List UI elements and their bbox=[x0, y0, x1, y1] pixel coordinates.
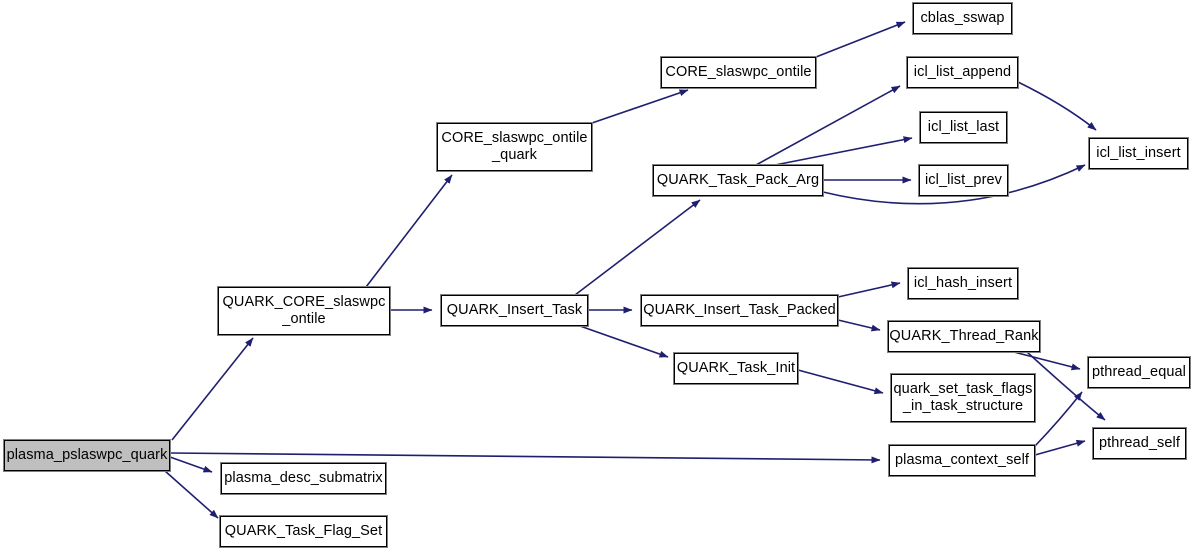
graph-node-pthread_self[interactable]: pthread_self bbox=[1092, 427, 1187, 460]
graph-node-label: pthread_self bbox=[1098, 435, 1180, 451]
graph-edge-icl_list_append-to-icl_list_insert bbox=[1017, 81, 1097, 131]
graph-node-icl_list_prev[interactable]: icl_list_prev bbox=[918, 164, 1009, 197]
graph-node-plasma_desc_submatrix[interactable]: plasma_desc_submatrix bbox=[220, 462, 387, 495]
graph-node-label: plasma_context_self bbox=[894, 452, 1030, 468]
graph-node-CORE_slaswpc_ontile_quark[interactable]: CORE_slaswpc_ontile _quark bbox=[436, 122, 593, 172]
graph-edge-QUARK_Insert_Task-to-QUARK_Task_Pack_Arg bbox=[574, 199, 701, 296]
graph-node-pthread_equal[interactable]: pthread_equal bbox=[1087, 356, 1191, 389]
graph-edge-QUARK_Insert_Task_Packed-to-icl_hash_insert bbox=[837, 281, 901, 298]
graph-node-label: QUARK_Thread_Rank bbox=[889, 328, 1039, 344]
graph-edge-plasma_pslaswpc_quark-to-QUARK_Task_Flag_Set bbox=[164, 470, 219, 519]
graph-edge-QUARK_Insert_Task-to-QUARK_Task_Init bbox=[579, 325, 669, 358]
graph-node-label: plasma_desc_submatrix bbox=[224, 470, 383, 486]
graph-edges bbox=[164, 21, 1106, 519]
graph-edge-plasma_pslaswpc_quark-to-plasma_desc_submatrix bbox=[169, 456, 213, 473]
graph-edge-plasma_pslaswpc_quark-to-plasma_context_self bbox=[169, 452, 881, 464]
graph-node-label: plasma_pslaswpc_quark bbox=[6, 447, 168, 463]
graph-edge-QUARK_Thread_Rank-to-pthread_self bbox=[1026, 351, 1106, 421]
graph-node-QUARK_CORE_slaswpc_ontile[interactable]: QUARK_CORE_slaswpc _ontile bbox=[217, 286, 391, 336]
graph-node-icl_hash_insert[interactable]: icl_hash_insert bbox=[907, 267, 1019, 300]
graph-node-cblas_sswap[interactable]: cblas_sswap bbox=[912, 2, 1013, 35]
graph-edge-plasma_context_self-to-pthread_self bbox=[1034, 439, 1086, 456]
graph-node-label: icl_list_append bbox=[913, 64, 1012, 80]
graph-edge-QUARK_Task_Pack_Arg-to-icl_list_insert bbox=[822, 164, 1086, 205]
graph-node-label: icl_hash_insert bbox=[913, 275, 1013, 291]
graph-node-label: quark_set_task_flags _in_task_structure bbox=[893, 381, 1033, 414]
graph-node-label: QUARK_Task_Pack_Arg bbox=[656, 172, 820, 188]
graph-node-label: QUARK_Insert_Task bbox=[446, 302, 583, 318]
graph-node-label: cblas_sswap bbox=[920, 10, 1005, 26]
graph-node-label: icl_list_prev bbox=[924, 172, 1003, 188]
graph-node-label: QUARK_Task_Flag_Set bbox=[224, 523, 383, 539]
graph-node-CORE_slaswpc_ontile[interactable]: CORE_slaswpc_ontile bbox=[660, 56, 817, 89]
graph-node-icl_list_insert[interactable]: icl_list_insert bbox=[1088, 137, 1189, 170]
graph-node-label: QUARK_Insert_Task_Packed bbox=[643, 302, 836, 318]
graph-node-icl_list_append[interactable]: icl_list_append bbox=[906, 56, 1019, 89]
graph-node-QUARK_Task_Flag_Set[interactable]: QUARK_Task_Flag_Set bbox=[219, 515, 388, 548]
graph-node-quark_set_task_flags_in_task_structure[interactable]: quark_set_task_flags _in_task_structure bbox=[890, 373, 1036, 423]
graph-node-label: icl_list_last bbox=[927, 119, 1000, 135]
graph-edge-plasma_context_self-to-pthread_equal bbox=[1034, 391, 1083, 447]
graph-edge-QUARK_Task_Pack_Arg-to-icl_list_append bbox=[755, 85, 901, 166]
graph-node-plasma_context_self[interactable]: plasma_context_self bbox=[888, 444, 1036, 477]
graph-node-label: CORE_slaswpc_ontile _quark bbox=[441, 130, 588, 163]
graph-node-label: icl_list_insert bbox=[1096, 145, 1181, 161]
graph-node-QUARK_Insert_Task[interactable]: QUARK_Insert_Task bbox=[440, 294, 589, 327]
graph-edge-plasma_pslaswpc_quark-to-QUARK_CORE_slaswpc_ontile bbox=[171, 337, 254, 441]
graph-edge-QUARK_Task_Pack_Arg-to-icl_list_last bbox=[774, 136, 913, 166]
graph-node-QUARK_Insert_Task_Packed[interactable]: QUARK_Insert_Task_Packed bbox=[640, 294, 839, 327]
graph-node-label: QUARK_Task_Init bbox=[676, 360, 796, 376]
graph-edge-QUARK_Task_Init-to-quark_set_task_flags_in_task_structure bbox=[797, 369, 884, 395]
graph-node-label: CORE_slaswpc_ontile bbox=[665, 64, 812, 80]
graph-edge-CORE_slaswpc_ontile_quark-to-CORE_slaswpc_ontile bbox=[591, 89, 689, 124]
graph-node-QUARK_Task_Pack_Arg[interactable]: QUARK_Task_Pack_Arg bbox=[652, 164, 824, 197]
graph-node-icl_list_last[interactable]: icl_list_last bbox=[919, 111, 1008, 144]
graph-node-plasma_pslaswpc_quark[interactable]: plasma_pslaswpc_quark bbox=[3, 439, 171, 472]
graph-node-label: pthread_equal bbox=[1091, 364, 1187, 380]
graph-node-label: QUARK_CORE_slaswpc _ontile bbox=[222, 294, 386, 327]
graph-edge-QUARK_Thread_Rank-to-pthread_equal bbox=[1013, 351, 1081, 371]
graph-edge-CORE_slaswpc_ontile-to-cblas_sswap bbox=[815, 21, 906, 58]
graph-node-QUARK_Thread_Rank[interactable]: QUARK_Thread_Rank bbox=[887, 320, 1041, 353]
graph-node-QUARK_Task_Init[interactable]: QUARK_Task_Init bbox=[673, 352, 799, 385]
graph-edge-QUARK_CORE_slaswpc_ontile-to-CORE_slaswpc_ontile_quark bbox=[365, 174, 453, 288]
graph-edge-QUARK_Insert_Task_Packed-to-QUARK_Thread_Rank bbox=[837, 319, 881, 332]
